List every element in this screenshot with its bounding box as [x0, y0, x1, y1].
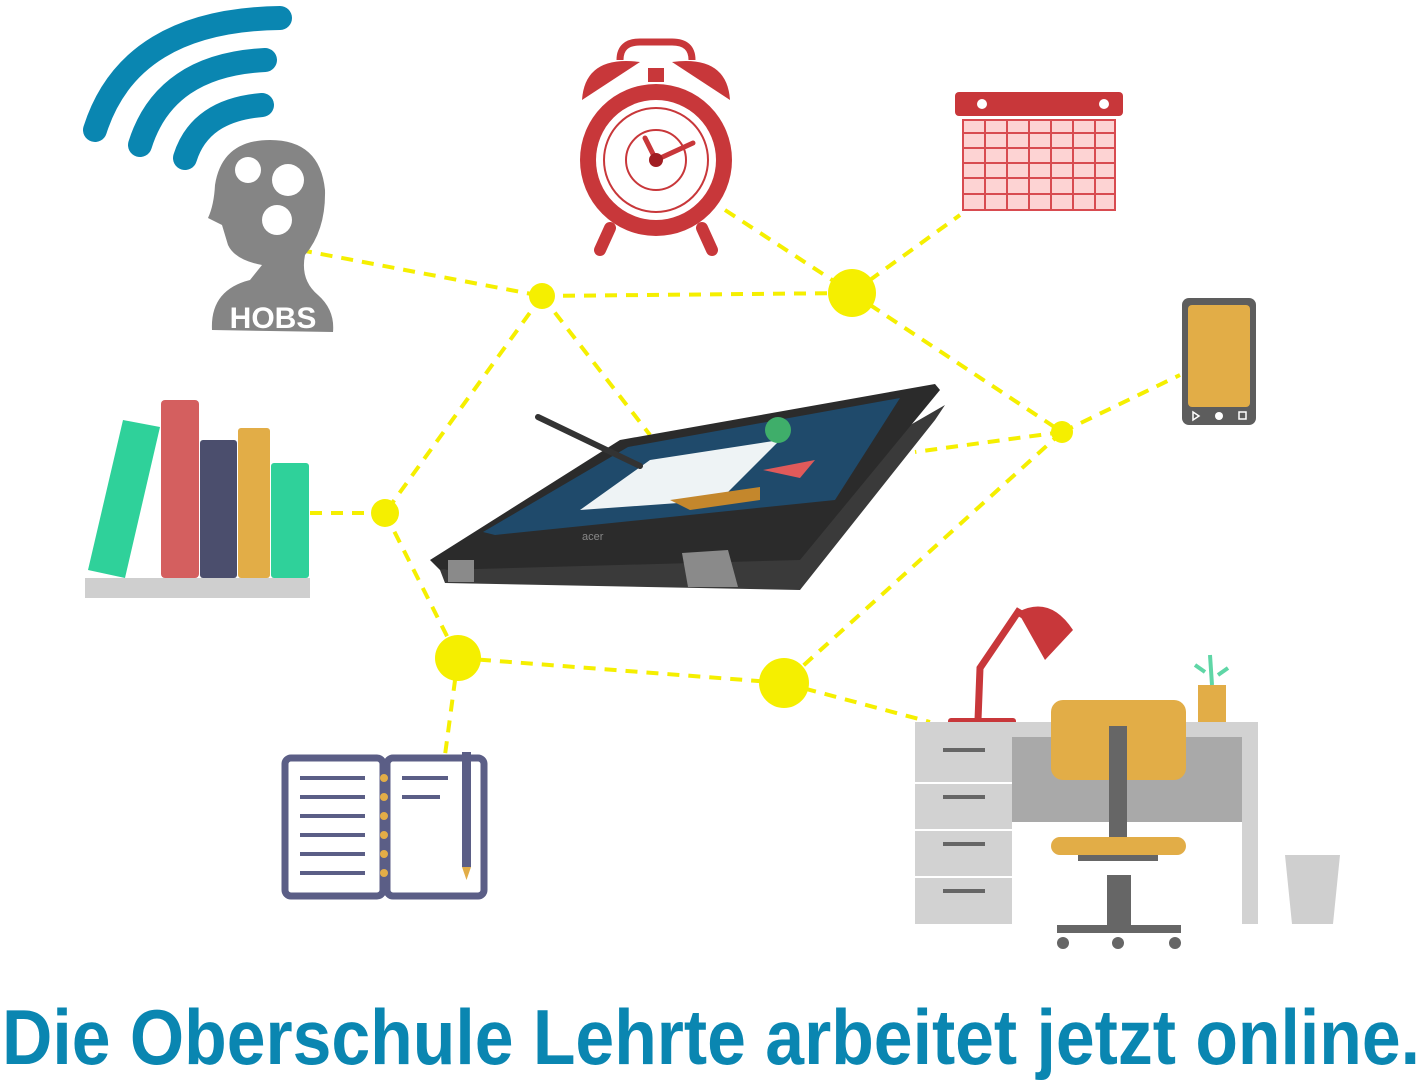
- convertible-laptop-image: acer: [430, 384, 945, 590]
- hobs-logo-text: HOBS: [230, 302, 317, 335]
- stylus-pen: [535, 414, 643, 469]
- node: [1051, 421, 1073, 443]
- notebook-icon: [281, 752, 488, 900]
- caption-text: Die Oberschule Lehrte arbeitet jetzt onl…: [2, 993, 1420, 1081]
- acer-logo: acer: [582, 531, 604, 543]
- node: [371, 499, 399, 527]
- node: [759, 658, 809, 708]
- network-lines: [299, 208, 1181, 756]
- calendar-icon: [955, 92, 1123, 211]
- node: [435, 635, 481, 681]
- node: [529, 283, 555, 309]
- smartphone-icon: [1182, 298, 1256, 425]
- hobs-head-logo: HOBS: [208, 140, 334, 335]
- network-nodes: [371, 269, 1073, 708]
- alarm-clock-icon: [580, 38, 732, 256]
- desk-with-chair-icon: [915, 606, 1340, 949]
- node: [828, 269, 876, 317]
- books-icon: [85, 400, 310, 598]
- wifi-icon: [83, 6, 292, 170]
